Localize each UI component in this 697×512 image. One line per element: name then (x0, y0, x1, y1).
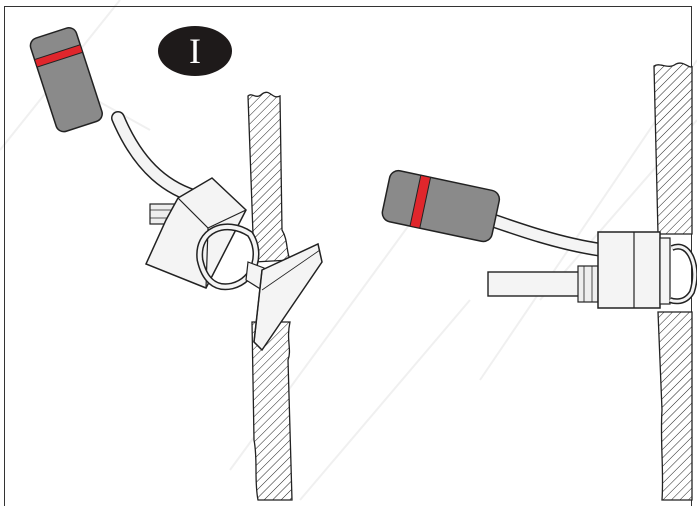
right-wall-upper (653, 62, 693, 235)
left-wall-lower (251, 321, 293, 501)
right-wall-lower (657, 311, 693, 501)
right-handle (381, 169, 501, 243)
left-handle (29, 27, 103, 133)
left-wall-upper (247, 91, 291, 263)
right-nut (577, 265, 599, 303)
right-block (597, 231, 661, 309)
step-number-badge: I (158, 26, 232, 76)
left-rod (111, 111, 207, 205)
left-block (144, 177, 247, 289)
right-shaft (487, 271, 581, 297)
